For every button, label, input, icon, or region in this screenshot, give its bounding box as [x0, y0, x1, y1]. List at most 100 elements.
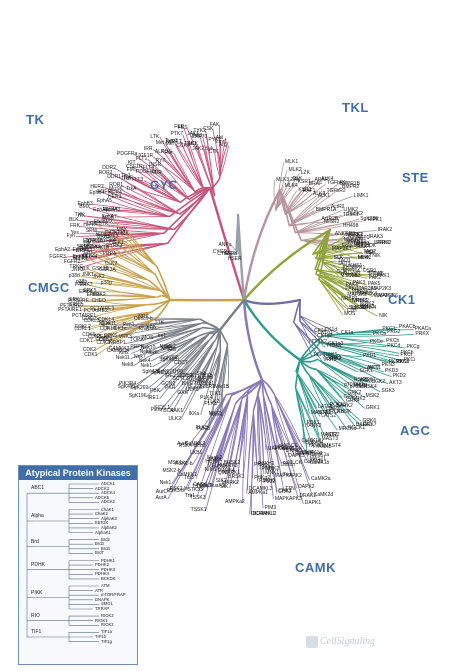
- kinase-label: DCAMKL1: [251, 510, 275, 517]
- kinase-label: ULK1: [185, 386, 199, 393]
- branch-ste-23: [321, 261, 362, 273]
- kinase-label: ERK4: [79, 289, 93, 296]
- atypical-kinase-label: TRRAP: [95, 606, 110, 611]
- kinase-label: ALK1: [317, 192, 330, 199]
- kinase-label: DCAMKL3: [249, 486, 273, 493]
- kinase-label: TTBK1: [326, 343, 342, 350]
- kinase-label: CHED: [91, 298, 106, 305]
- kinase-label: PKN2: [388, 358, 402, 365]
- kinase-label: ZAK: [290, 177, 301, 184]
- kinase-label: CDKL4: [97, 316, 115, 323]
- kinase-label: CHK2: [278, 489, 292, 495]
- kinase-label: PEK: [150, 406, 161, 413]
- branch-tkl-18: [288, 183, 339, 227]
- kinase-label: Trio: [282, 471, 292, 478]
- kinase-label: SGK1: [359, 368, 373, 375]
- kinase-label: PAK4: [345, 281, 359, 288]
- kinase-label: NIK: [379, 312, 388, 319]
- kinase-label: MST1: [355, 234, 370, 241]
- kinase-label: DYRK1A: [89, 244, 110, 251]
- group-label-agc: AGC: [400, 423, 431, 438]
- kinase-label: TAO3: [337, 260, 351, 267]
- kinase-label: STLK3: [345, 272, 361, 279]
- kinase-label: STLK6: [367, 271, 383, 278]
- clade-cmgc-7: [155, 265, 171, 301]
- kinase-label: PTK7: [170, 131, 184, 138]
- kinase-label: BRAF: [308, 180, 323, 187]
- kinase-label: VRK3: [323, 357, 337, 364]
- clade-cmgc-0: [154, 299, 171, 320]
- atypical-kinase-label: TIF1g: [101, 638, 112, 644]
- kinase-label: PKCa: [372, 331, 387, 338]
- kinase-label: p38g: [100, 280, 112, 287]
- branch-tkl-5: [275, 178, 292, 211]
- kinase-label: GAK: [177, 389, 188, 396]
- kinase-label: CDK5: [95, 336, 109, 343]
- branch-tkl-0: [273, 180, 277, 211]
- kinase-label: MSSK1: [83, 243, 101, 250]
- kinase-label: LATS2: [321, 412, 337, 419]
- kinase-label: CCK4: [176, 142, 190, 149]
- kinase-label: IRAK4: [355, 244, 370, 251]
- branch-tkl-19: [288, 187, 341, 227]
- branch-tkl-34: [300, 230, 377, 241]
- kinase-label: MOS: [344, 311, 356, 318]
- kinase-label: PKCt: [400, 352, 413, 359]
- branch-tk-28: [111, 201, 170, 217]
- branch-camk-77: [171, 394, 227, 484]
- atypical-kinase-label: PDHK1: [101, 557, 115, 563]
- kinase-label: TESK1: [342, 211, 359, 218]
- kinase-label: Tyro3: [165, 137, 178, 144]
- atypical-kinase-label: ATR: [95, 587, 104, 593]
- branch-tk-82: [219, 145, 229, 178]
- kinase-label: SgK396: [160, 355, 179, 362]
- branch-other-75: [147, 317, 201, 320]
- kinase-label: VRK3: [118, 333, 132, 340]
- kinase-label: Nek9: [139, 349, 152, 356]
- branch-ste-8: [312, 246, 353, 255]
- branch-cmgc-24: [81, 296, 159, 301]
- kinase-label: RSK4-b: [178, 443, 197, 450]
- kinase-label: CYGF: [217, 250, 232, 257]
- trunk-agc: [242, 298, 302, 362]
- kinase-label: CaMK1b: [309, 459, 330, 466]
- branch-other-59: [142, 327, 204, 348]
- branch-cmgc-6: [91, 318, 156, 342]
- kinase-label: MAST1: [310, 409, 328, 416]
- kinase-label: PIM2: [263, 478, 276, 485]
- kinase-label: WNK3: [359, 303, 375, 310]
- branch-tk-42: [135, 178, 181, 203]
- kinase-label: CaMK1d: [301, 438, 321, 445]
- kinase-label: Nek2: [164, 343, 176, 350]
- kinase-label: ERK5: [83, 288, 97, 294]
- kinase-label: LZK: [300, 170, 310, 177]
- atypical-kinase-label: ADCK2: [101, 499, 115, 505]
- kinase-label: COT: [346, 307, 358, 314]
- kinase-label: TSSK2: [195, 482, 212, 489]
- kinase-label: Tie2: [123, 174, 133, 181]
- kinase-label: CaMK2b: [303, 458, 324, 465]
- kinase-label: Ttn: [102, 324, 110, 331]
- kinase-label: CK1a: [340, 330, 354, 337]
- kinase-label: GCN2: [161, 380, 176, 387]
- branch-cmgc-15: [96, 311, 152, 320]
- kinase-label: NRBP1: [109, 340, 126, 347]
- kinase-label: MSK2: [365, 393, 380, 400]
- kinase-label: DRAK1: [285, 448, 303, 455]
- kinase-label: MSK1-b: [168, 460, 187, 467]
- branch-camk-25: [257, 392, 267, 451]
- kinase-label: Nek3: [160, 346, 173, 353]
- kinase-label: TTK: [154, 320, 164, 327]
- branch-tk-13: [79, 226, 165, 234]
- kinase-label: ARAF: [314, 176, 328, 183]
- kinase-label: MAST2: [320, 431, 338, 438]
- kinase-label: Nek10: [140, 344, 156, 351]
- kinase-label: RSK4: [363, 384, 377, 391]
- atypical-kinase-label: AlphaK1: [95, 529, 111, 535]
- kinase-label: SIK2: [215, 477, 227, 484]
- kinase-label: BubR1: [199, 383, 215, 390]
- kinase-label: PLK1: [204, 400, 217, 407]
- branch-other-3: [220, 343, 228, 395]
- kinase-label: BMPR1B: [339, 180, 360, 187]
- kinase-label: HGK: [364, 250, 376, 257]
